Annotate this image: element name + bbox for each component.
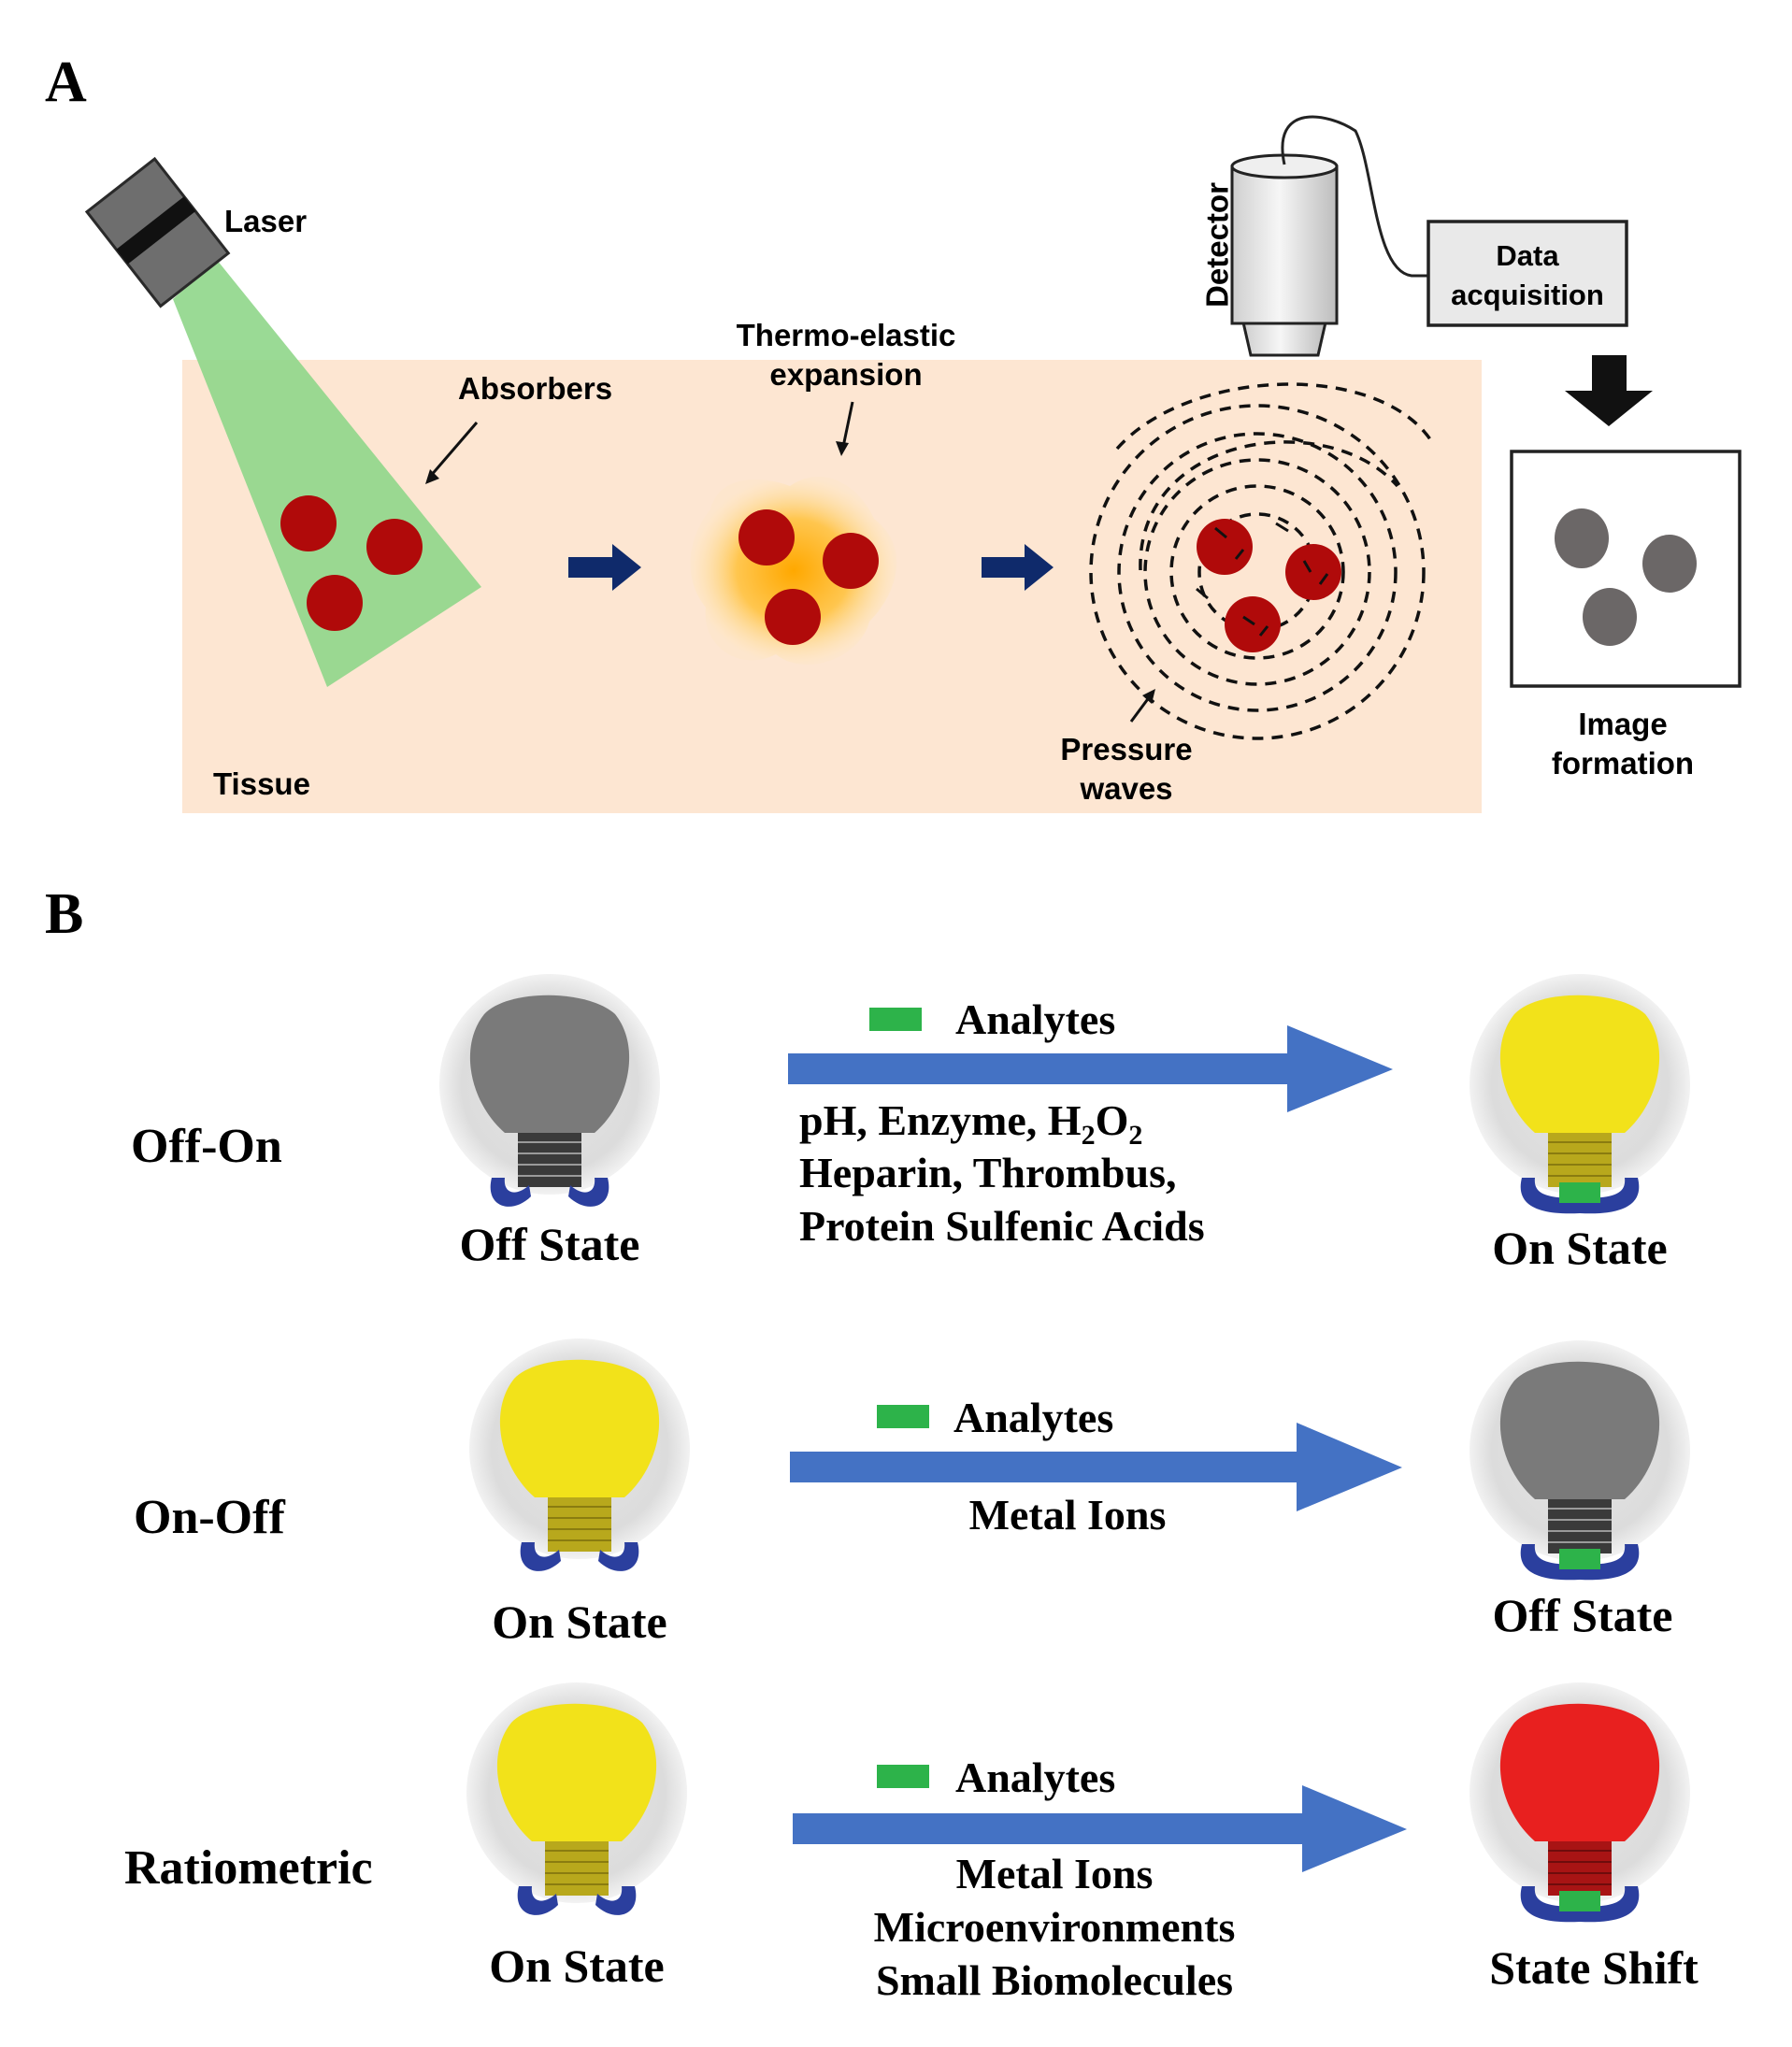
- pressure-label-line2: waves: [1079, 771, 1172, 806]
- left-bulb: [439, 974, 660, 1207]
- left-state: On State: [489, 1940, 665, 1992]
- legend-chip: [869, 1008, 922, 1031]
- pressure-pointer-head: [1142, 689, 1155, 704]
- transition-arrow: [788, 1025, 1393, 1112]
- legend-label: Analytes: [955, 995, 1115, 1043]
- right-bulb: [1469, 1340, 1690, 1581]
- thermo-glow: [690, 476, 897, 666]
- legend-label: Analytes: [955, 1754, 1115, 1801]
- absorbers-heated: [738, 509, 879, 645]
- analyte-chip: [1559, 1182, 1600, 1203]
- process-arrow-1: [568, 544, 641, 591]
- bulb-glass: [469, 995, 630, 1133]
- bulb-glass: [1499, 1361, 1660, 1499]
- bulb-glass: [499, 1359, 660, 1497]
- image-formation-box: [1510, 450, 1742, 688]
- pressure-label-line1: Pressure: [1060, 732, 1192, 766]
- left-state: On State: [492, 1596, 667, 1648]
- laser-label: Laser: [224, 204, 307, 238]
- bulb-glass: [1499, 995, 1660, 1133]
- thermo-label-line2: expansion: [769, 357, 922, 392]
- mode-label: Off-On: [131, 1120, 282, 1173]
- detector-cable: [1281, 115, 1428, 278]
- laser-beam: [173, 260, 481, 687]
- detector-device: [1230, 153, 1339, 357]
- laser-device: [84, 156, 231, 308]
- analytes-line2: Heparin, Thrombus,: [799, 1149, 1176, 1196]
- absorbers-pointer-head: [425, 469, 439, 484]
- row-on-off: On-Off On State Analytes Metal Ions Off …: [134, 1338, 1690, 1648]
- process-arrow-2: [982, 544, 1054, 591]
- panel-b-letter: B: [45, 882, 83, 946]
- image-dots: [1555, 508, 1697, 646]
- data-acquisition-line1: Data: [1496, 239, 1559, 272]
- mode-label: Ratiometric: [124, 1841, 373, 1895]
- analytes-line3: Small Biomolecules: [876, 1956, 1233, 2004]
- left-bulb: [469, 1338, 690, 1571]
- detector-label: Detector: [1200, 182, 1235, 308]
- analytes-line1: Metal Ions: [969, 1491, 1167, 1539]
- analytes-line1: pH, Enzyme, H2O2: [799, 1096, 1142, 1151]
- data-acquisition-line2: acquisition: [1451, 279, 1604, 311]
- legend-chip: [877, 1765, 929, 1788]
- absorbers-label: Absorbers: [458, 371, 612, 406]
- mode-label: On-Off: [134, 1491, 285, 1544]
- row-off-on: Off-On Off State Analytes pH, Enzyme, H2…: [131, 974, 1690, 1274]
- panel-a-letter: A: [45, 50, 87, 114]
- image-formation-line1: Image: [1578, 707, 1667, 741]
- legend-label: Analytes: [953, 1394, 1113, 1441]
- left-state: Off State: [460, 1218, 640, 1270]
- right-state: On State: [1492, 1222, 1668, 1274]
- left-bulb: [466, 1682, 687, 1915]
- down-arrow: [1565, 355, 1653, 426]
- tissue-label: Tissue: [213, 766, 310, 801]
- transition-arrow: [793, 1785, 1407, 1872]
- pressure-wave-fragments: [1196, 522, 1329, 637]
- pressure-pointer: [1129, 695, 1152, 723]
- absorbers-pointer: [428, 422, 479, 478]
- analytes-line3: Protein Sulfenic Acids: [799, 1202, 1205, 1250]
- legend-chip: [877, 1405, 929, 1428]
- thermo-pointer-head: [836, 441, 849, 456]
- thermo-pointer: [841, 401, 854, 448]
- image-formation-line2: formation: [1552, 746, 1694, 780]
- analyte-chip: [1559, 1549, 1600, 1569]
- analytes-line2: Microenvironments: [874, 1903, 1236, 1951]
- data-acquisition-box: [1426, 220, 1628, 327]
- thermo-label-line1: Thermo-elastic: [737, 318, 956, 352]
- bulb-glass: [1499, 1703, 1660, 1841]
- transition-arrow: [790, 1423, 1402, 1511]
- right-state: Off State: [1493, 1589, 1673, 1641]
- right-state: State Shift: [1489, 1941, 1699, 1994]
- right-bulb: [1469, 974, 1690, 1214]
- absorbers-initial: [280, 495, 423, 631]
- bulb-glass: [496, 1703, 657, 1841]
- row-ratiometric: Ratiometric On State Analytes Metal Ions…: [124, 1682, 1699, 2004]
- analytes-line1: Metal Ions: [956, 1850, 1154, 1897]
- right-bulb: [1469, 1682, 1690, 1923]
- analyte-chip: [1559, 1891, 1600, 1911]
